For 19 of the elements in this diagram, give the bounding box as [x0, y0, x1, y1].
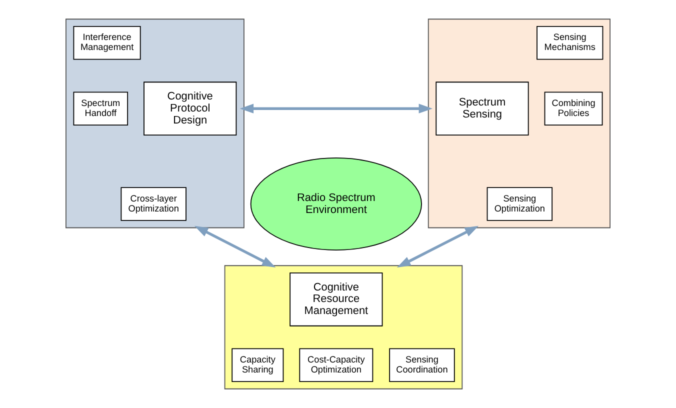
node-box: Capacity Sharing — [232, 348, 284, 382]
node-box: Interference Management — [73, 26, 141, 60]
arrow — [194, 226, 276, 268]
node-box: Cost-Capacity Optimization — [299, 348, 374, 382]
arrow — [240, 104, 433, 114]
cluster — [224, 265, 463, 390]
node-box: Cross-layer Optimization — [120, 187, 186, 221]
node-box: Cognitive Resource Management — [290, 272, 383, 326]
node-box: Sensing Coordination — [389, 348, 455, 382]
node-box: Combining Policies — [544, 92, 603, 126]
node-box: Sensing Mechanisms — [536, 26, 604, 60]
node-ellipse: Radio Spectrum Environment — [250, 157, 422, 251]
node-box: Spectrum Handoff — [73, 92, 128, 126]
node-box: Sensing Optimization — [486, 187, 553, 221]
arrow — [396, 226, 479, 268]
cluster — [428, 18, 610, 228]
cluster — [66, 18, 244, 228]
node-box: Spectrum Sensing — [436, 82, 529, 136]
node-box: Cognitive Protocol Design — [144, 82, 237, 136]
